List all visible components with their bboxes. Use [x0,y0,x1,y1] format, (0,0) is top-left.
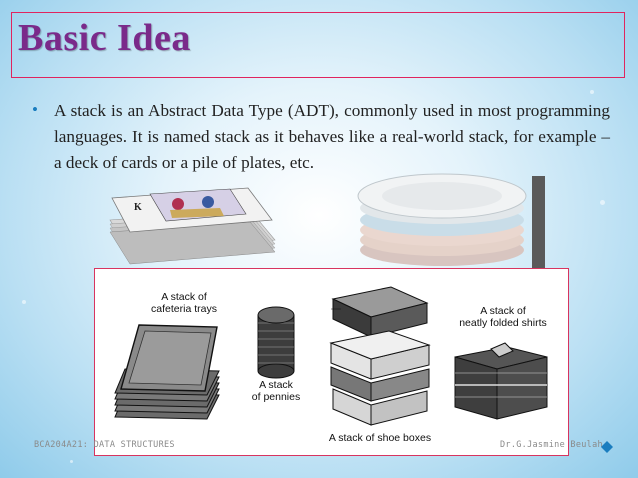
footer-author: Dr.G.Jasmine Beulah [500,440,603,450]
deck-of-cards-photo: K [109,187,276,265]
decorative-dot [590,90,594,94]
pennies-drawing [257,306,295,379]
decorative-dot [600,200,605,205]
folded-shirts-drawing [454,342,548,420]
svg-text:K: K [134,202,142,213]
footer-course: BCA204A21: DATA STRUCTURES [34,440,175,450]
cafeteria-trays-drawing [114,324,220,420]
decorative-dot [22,300,26,304]
label-folded-shirts: A stack of neatly folded shirts [459,305,547,329]
label-cafeteria-trays: A stack of cafeteria trays [151,291,217,315]
bullet-marker-icon: • [32,100,38,119]
bullet-text: A stack is an Abstract Data Type (ADT), … [54,101,610,172]
slide-marker-icon [601,441,613,453]
stack-examples-drawing [114,286,548,426]
shoe-boxes-drawing [329,286,431,426]
label-pennies: A stack of pennies [251,379,301,403]
pile-of-plates-photo [357,173,545,268]
label-shoe-boxes: A stack of shoe boxes [328,432,432,444]
title-frame [11,12,625,78]
decorative-dot [70,460,73,463]
slide-title: Basic Idea [18,17,191,59]
stack-examples-illustration: A stack of cafeteria trays A stack of pe… [94,268,569,456]
bullet-point: • A stack is an Abstract Data Type (ADT)… [32,98,610,176]
